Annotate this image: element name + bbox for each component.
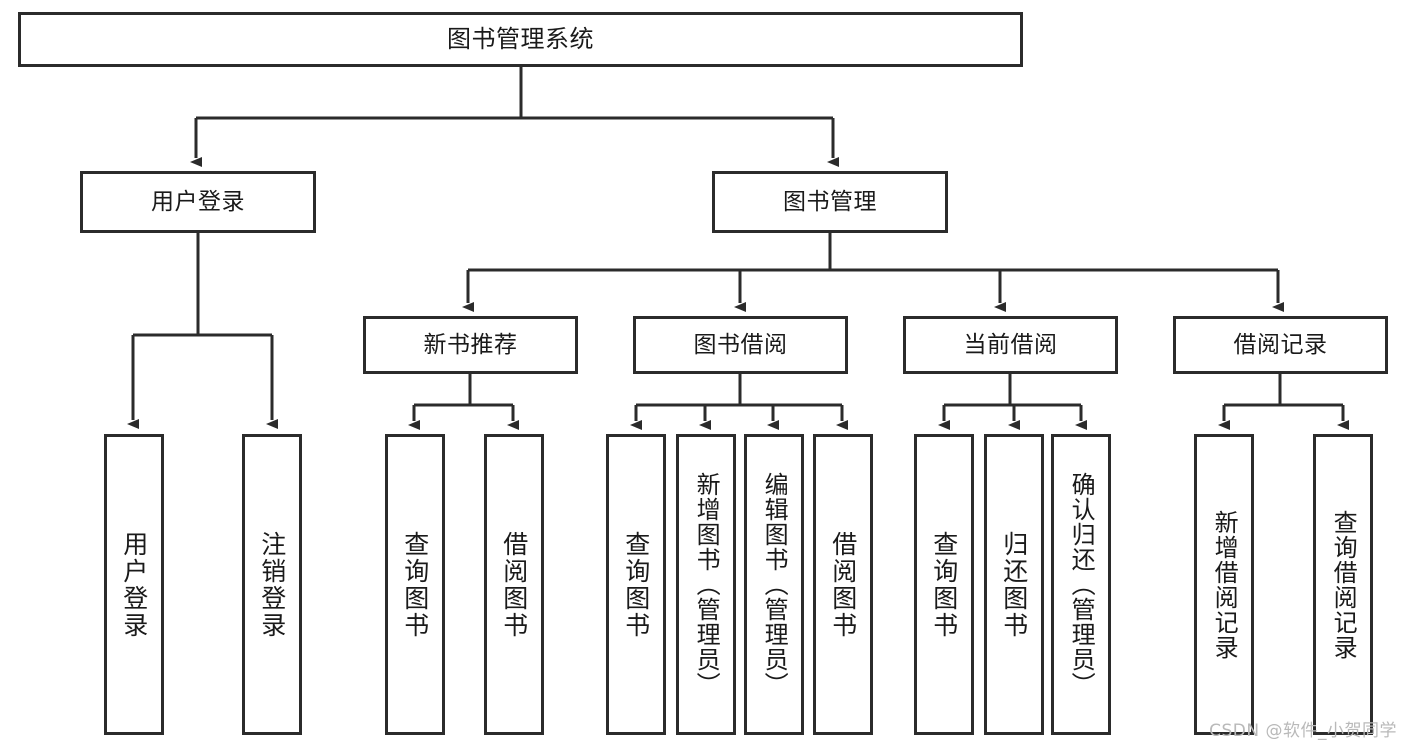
node-label: 新增借阅记录: [1210, 509, 1239, 660]
node-new-book-recommend[interactable]: 新书推荐: [363, 316, 578, 374]
node-label: 编辑图书（管理员）: [760, 472, 789, 697]
node-current-borrow[interactable]: 当前借阅: [903, 316, 1118, 374]
node-label: 用户登录: [119, 530, 149, 639]
leaf-new-book-query[interactable]: 查询图书: [385, 434, 445, 735]
node-book-management[interactable]: 图书管理: [712, 171, 948, 233]
leaf-user-login-logout[interactable]: 注销登录: [242, 434, 302, 735]
node-label: 查询图书: [621, 530, 651, 639]
leaf-current-borrow-return[interactable]: 归还图书: [984, 434, 1044, 735]
leaf-new-book-borrow[interactable]: 借阅图书: [484, 434, 544, 735]
node-label: 查询图书: [929, 530, 959, 639]
csdn-watermark: CSDN @软件_小贺同学: [1209, 721, 1397, 741]
node-book-borrow[interactable]: 图书借阅: [633, 316, 848, 374]
node-label: 确认归还（管理员）: [1067, 472, 1096, 697]
leaf-book-borrow-borrow[interactable]: 借阅图书: [813, 434, 873, 735]
leaf-book-borrow-add-admin[interactable]: 新增图书（管理员）: [676, 434, 736, 735]
node-label: 新增图书（管理员）: [692, 472, 721, 697]
node-label: 新书推荐: [423, 331, 518, 358]
leaf-borrow-record-add[interactable]: 新增借阅记录: [1194, 434, 1254, 735]
node-label: 借阅记录: [1233, 331, 1328, 358]
node-root-book-management-system[interactable]: 图书管理系统: [18, 12, 1023, 67]
node-user-login[interactable]: 用户登录: [80, 171, 316, 233]
leaf-book-borrow-query[interactable]: 查询图书: [606, 434, 666, 735]
node-label: 查询图书: [400, 530, 430, 639]
node-label: 借阅图书: [499, 530, 529, 639]
leaf-borrow-record-query[interactable]: 查询借阅记录: [1313, 434, 1373, 735]
node-label: 注销登录: [257, 530, 287, 639]
leaf-current-borrow-query[interactable]: 查询图书: [914, 434, 974, 735]
node-label: 归还图书: [999, 530, 1029, 639]
node-label: 图书借阅: [693, 331, 788, 358]
node-borrow-record[interactable]: 借阅记录: [1173, 316, 1388, 374]
leaf-book-borrow-edit-admin[interactable]: 编辑图书（管理员）: [744, 434, 804, 735]
node-label: 用户登录: [151, 188, 245, 215]
node-label: 借阅图书: [828, 530, 858, 639]
node-label: 查询借阅记录: [1329, 509, 1358, 660]
node-label: 当前借阅: [963, 331, 1058, 358]
node-label: 图书管理系统: [447, 24, 594, 53]
leaf-user-login-login[interactable]: 用户登录: [104, 434, 164, 735]
node-label: 图书管理: [783, 188, 877, 215]
leaf-current-borrow-confirm-return-admin[interactable]: 确认归还（管理员）: [1051, 434, 1111, 735]
